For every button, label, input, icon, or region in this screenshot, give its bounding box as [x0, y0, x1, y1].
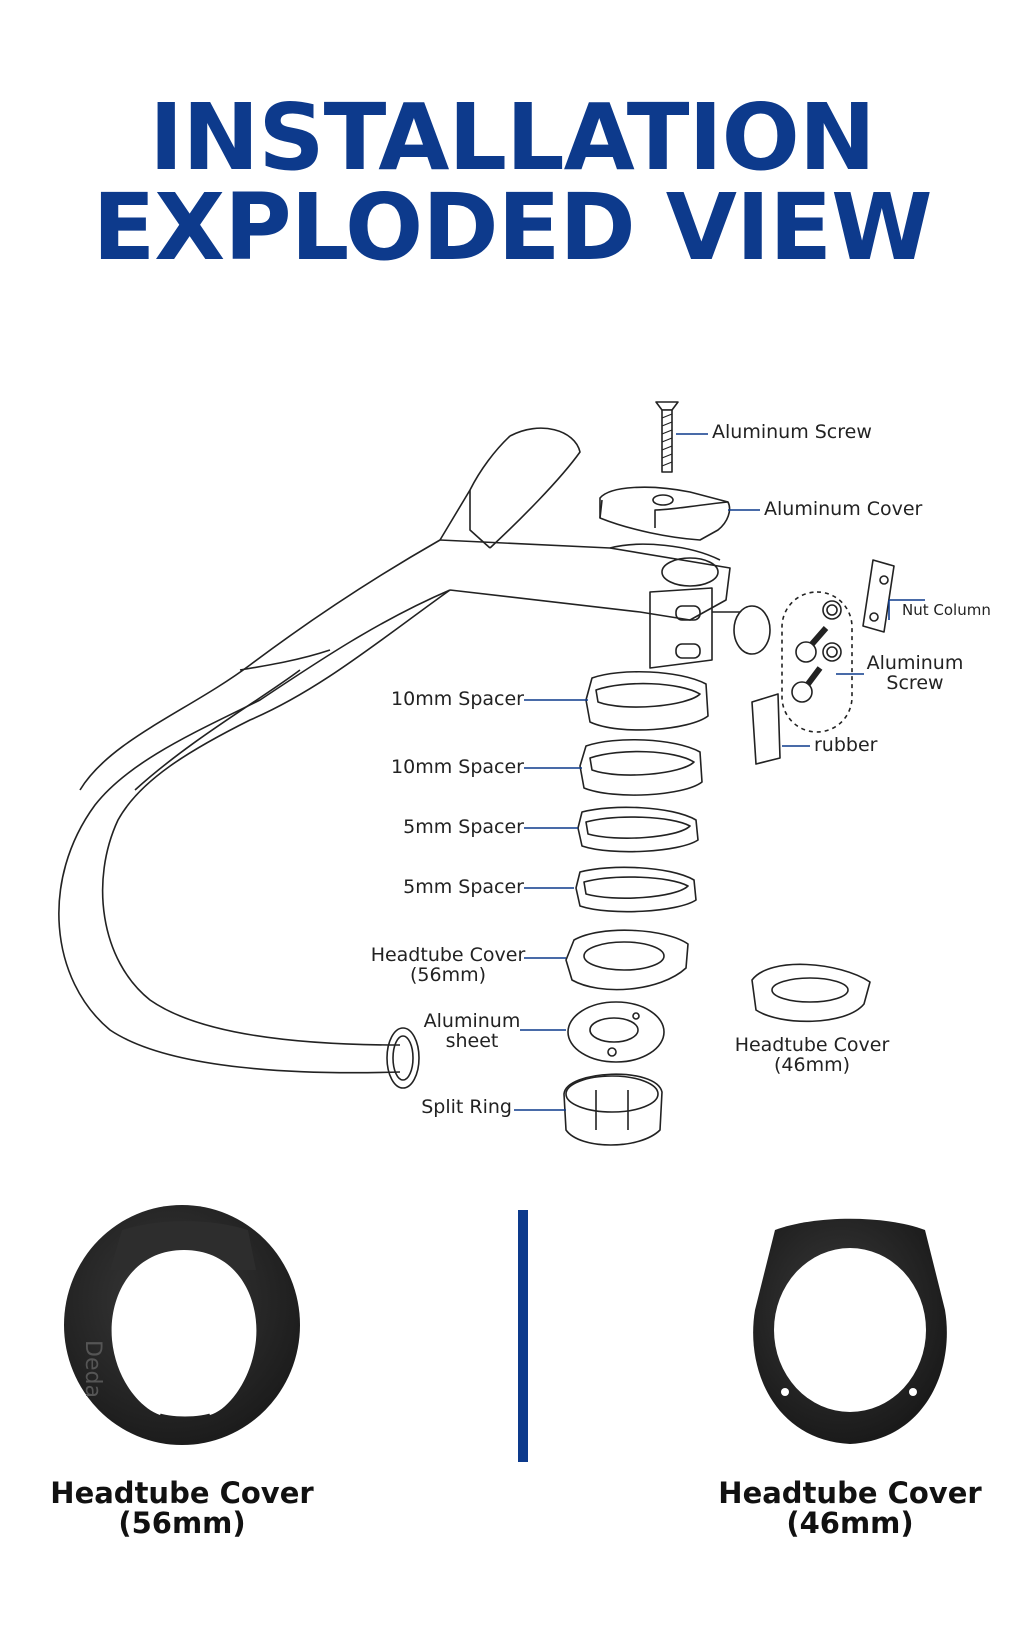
label-spacer-5mm-b: 5mm Spacer	[403, 876, 524, 898]
headtube-cover-46-photo	[753, 1218, 947, 1444]
center-divider	[518, 1210, 528, 1462]
nut-column-part	[862, 559, 895, 633]
caption-headtube-cover-46-line-1: Headtube Cover	[718, 1476, 982, 1510]
headtube-cover-56-photo: Deda	[64, 1205, 300, 1445]
label-nut-column: Nut Column	[902, 601, 991, 619]
aluminum-cover-part	[599, 486, 731, 541]
deda-logo: Deda	[80, 1340, 105, 1398]
spacer-5mm-a-part	[577, 806, 699, 853]
label-aluminum-sheet-line-2: sheet	[445, 1029, 499, 1052]
label-aluminum-screw-side-line-2: Screw	[886, 671, 944, 694]
split-ring-part	[563, 1073, 663, 1146]
handlebar-drawing	[58, 427, 771, 1089]
label-aluminum-screw: Aluminum Screw	[712, 421, 872, 443]
label-rubber: rubber	[814, 734, 878, 756]
label-headtube-cover-56-line-1: Headtube Cover	[370, 944, 526, 966]
label-spacer-5mm-a: 5mm Spacer	[403, 816, 524, 838]
label-headtube-cover-46-line-2: (46mm)	[773, 1053, 851, 1076]
label-headtube-cover-46: Headtube Cover (46mm)	[722, 1034, 902, 1076]
label-headtube-cover-56: Headtube Cover (56mm)	[358, 944, 538, 986]
spacer-10mm-a-part	[585, 671, 709, 731]
headtube-cover-46-part	[751, 963, 871, 1023]
caption-headtube-cover-46: Headtube Cover (46mm)	[680, 1478, 1020, 1539]
caption-headtube-cover-56-line-1: Headtube Cover	[50, 1476, 314, 1510]
label-split-ring: Split Ring	[421, 1096, 512, 1118]
spacer-5mm-b-part	[575, 866, 697, 913]
label-aluminum-sheet-line-1: Aluminum	[423, 1010, 521, 1032]
spacer-10mm-b-part	[579, 739, 703, 796]
caption-headtube-cover-56-line-2: (56mm)	[118, 1506, 246, 1541]
rubber-part	[751, 693, 781, 765]
side-screws-part	[781, 591, 853, 733]
page-title-line-2: EXPLODED VIEW	[92, 174, 932, 281]
caption-headtube-cover-56: Headtube Cover (56mm)	[12, 1478, 352, 1539]
headtube-cover-56-part	[565, 929, 689, 991]
label-aluminum-cover: Aluminum Cover	[764, 498, 923, 520]
label-headtube-cover-46-line-1: Headtube Cover	[734, 1034, 890, 1056]
leader-lines	[514, 433, 925, 1111]
label-headtube-cover-56-line-2: (56mm)	[409, 963, 487, 986]
label-aluminum-screw-side-line-1: Aluminum	[866, 652, 964, 674]
page-title-line-1: INSTALLATION	[149, 84, 876, 191]
label-aluminum-sheet: Aluminum sheet	[412, 1010, 532, 1052]
aluminum-sheet-part	[567, 1001, 665, 1063]
label-spacer-10mm-a: 10mm Spacer	[391, 688, 524, 710]
label-aluminum-screw-side: Aluminum Screw	[860, 652, 970, 694]
caption-headtube-cover-46-line-2: (46mm)	[786, 1506, 914, 1541]
aluminum-screw-part	[655, 401, 679, 473]
label-spacer-10mm-b: 10mm Spacer	[391, 756, 524, 778]
